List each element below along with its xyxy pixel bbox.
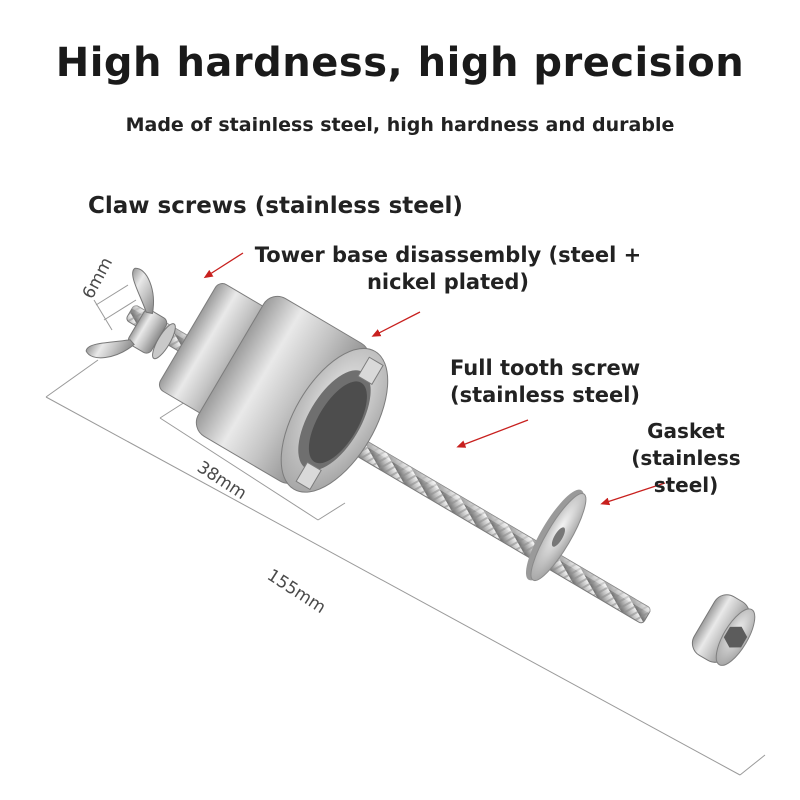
- dimension-lines: [45, 284, 766, 776]
- label-tower-line2: nickel plated): [366, 270, 530, 294]
- label-tower-base: Tower base disassembly (steel + nickel p…: [238, 242, 658, 296]
- arrow-tower: [371, 311, 421, 337]
- dim-6mm-ext-a: [95, 284, 129, 306]
- label-full-line1: Full tooth screw: [450, 356, 641, 380]
- dim-155mm-ext-a: [45, 359, 99, 398]
- dim-155mm-line: [45, 396, 741, 776]
- gasket-washer-icon: [525, 489, 587, 582]
- label-gasket: Gasket (stainless steel): [596, 418, 776, 499]
- wing-nut-icon: [85, 267, 176, 360]
- arrow-full-tooth: [456, 419, 529, 448]
- arrow-gasket: [600, 482, 666, 506]
- tower-base-body: [158, 283, 389, 493]
- label-full-line2: (stainless steel): [450, 383, 641, 407]
- socket-head-icon: [691, 594, 756, 666]
- dim-38mm-ext-b: [317, 502, 346, 521]
- dim-155mm-ext-b: [739, 754, 766, 776]
- dim-38mm-label: 38mm: [193, 457, 250, 504]
- dim-6mm-ext-b: [103, 299, 137, 321]
- dim-38mm-line: [159, 417, 319, 521]
- label-gasket-line2: (stainless steel): [631, 446, 741, 497]
- arrow-claw: [203, 252, 244, 279]
- page-subtitle: Made of stainless steel, high hardness a…: [125, 114, 675, 136]
- label-gasket-line1: Gasket: [647, 419, 725, 443]
- label-claw-screws: Claw screws (stainless steel): [88, 193, 463, 219]
- dim-6mm-line: [93, 299, 113, 331]
- dim-155mm-label: 155mm: [263, 565, 329, 617]
- callout-arrows: [203, 252, 666, 506]
- page-title: High hardness, high precision: [55, 40, 745, 86]
- label-full-tooth-screw: Full tooth screw (stainless steel): [450, 355, 640, 409]
- label-tower-line1: Tower base disassembly (steel +: [254, 243, 642, 267]
